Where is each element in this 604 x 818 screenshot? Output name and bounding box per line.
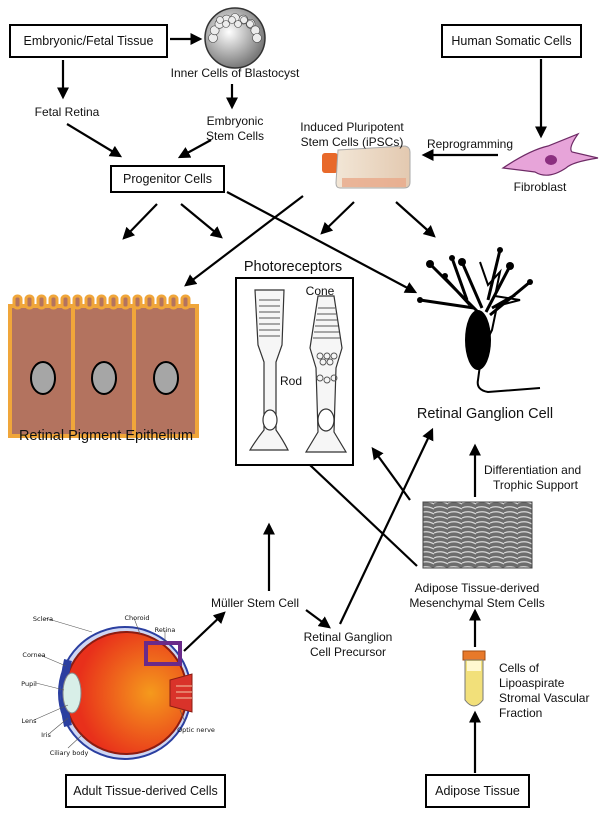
lipoaspirate-tube-illustration xyxy=(462,650,486,707)
label-rgc-precursor-2: Cell Precursor xyxy=(309,645,387,659)
eye-label-ciliary-body: Ciliary body xyxy=(49,749,89,757)
label-rpe: Retinal Pigment Epithelium xyxy=(18,428,194,444)
culture-flask-illustration xyxy=(322,145,411,189)
label-adsc-1: Adipose Tissue-derived xyxy=(414,581,540,595)
eye-label-pupil: Pupil xyxy=(21,680,37,688)
arrow-progenitor-down-left xyxy=(122,203,158,240)
label-rgc-precursor-1: Retinal Ganglion xyxy=(303,630,393,644)
node-embryonic-fetal-tissue-label: Embryonic/Fetal Tissue xyxy=(23,34,154,48)
arrow-ipsc-to-rpe xyxy=(184,195,304,287)
node-embryonic-fetal-tissue: Embryonic/Fetal Tissue xyxy=(9,24,168,58)
arrow-progenitor-down-mid xyxy=(180,203,223,239)
ganglion-cell-illustration xyxy=(417,247,541,394)
label-svf-2: Lipoaspirate xyxy=(499,676,565,690)
fibroblast-illustration xyxy=(501,132,599,176)
label-fetal-retina: Fetal Retina xyxy=(34,105,100,119)
node-adipose-tissue-label: Adipose Tissue xyxy=(435,784,520,798)
arrow-adsc-to-rpe xyxy=(291,447,418,567)
arrow-progenitor-to-rgc xyxy=(226,191,418,294)
rpe-illustration xyxy=(8,294,199,438)
label-diff-2: Trophic Support xyxy=(493,478,578,492)
node-human-somatic-cells: Human Somatic Cells xyxy=(441,24,582,58)
blastocyst-illustration xyxy=(204,7,266,69)
label-reprogramming: Reprogramming xyxy=(426,137,514,151)
label-embryonic-stem-cells-2: Stem Cells xyxy=(205,129,264,143)
arrow-esc-to-progenitor xyxy=(177,139,212,159)
label-rgc: Retinal Ganglion Cell xyxy=(416,406,554,422)
arrow-ipsc-down-mid xyxy=(320,201,355,235)
label-cone: Cone xyxy=(305,284,335,298)
label-svf-3: Stromal Vascular xyxy=(499,691,590,705)
arrows xyxy=(56,32,548,773)
label-fibroblast: Fibroblast xyxy=(513,180,567,194)
label-svf-4: Fraction xyxy=(499,706,543,720)
eye-label-retina: Retina xyxy=(154,626,176,634)
node-progenitor-cells-label: Progenitor Cells xyxy=(123,172,212,186)
arrow-fetal-retina-to-progenitor xyxy=(66,123,123,158)
eye-label-choroid: Choroid xyxy=(124,614,150,622)
node-human-somatic-cells-label: Human Somatic Cells xyxy=(451,34,572,48)
eye-label-lens: Lens xyxy=(21,717,37,725)
arrow-ipsc-down-right xyxy=(395,201,436,238)
node-progenitor-cells: Progenitor Cells xyxy=(110,165,225,193)
adsc-micrograph xyxy=(422,501,533,569)
node-adult-tissue-derived: Adult Tissue-derived Cells xyxy=(65,774,226,808)
eye-illustration xyxy=(33,617,193,760)
arrow-precursor-to-rgc xyxy=(339,427,434,625)
label-photoreceptors: Photoreceptors xyxy=(243,259,343,275)
arrow-adsc-up xyxy=(371,447,411,501)
label-rod: Rod xyxy=(279,374,302,388)
label-embryonic-stem-cells-1: Embryonic xyxy=(206,114,264,128)
eye-label-sclera: Sclera xyxy=(32,615,54,623)
label-svf-1: Cells of xyxy=(499,661,540,675)
eye-label-iris: Iris xyxy=(41,731,51,739)
label-inner-cells-blastocyst: Inner Cells of Blastocyst xyxy=(170,66,300,80)
node-adult-tissue-derived-label: Adult Tissue-derived Cells xyxy=(73,784,218,798)
label-diff-1: Differentiation and xyxy=(484,463,582,477)
arrow-retina-to-muller xyxy=(183,611,226,652)
label-adsc-2: Mesenchymal Stem Cells xyxy=(409,596,545,610)
label-ipsc-2: Stem Cells (iPSCs) xyxy=(300,135,404,149)
eye-label-optic-nerve: Optic nerve xyxy=(177,726,215,734)
node-adipose-tissue: Adipose Tissue xyxy=(425,774,530,808)
label-muller: Müller Stem Cell xyxy=(210,596,300,610)
label-ipsc-1: Induced Pluripotent xyxy=(300,120,404,134)
arrow-muller-to-precursor xyxy=(305,609,331,629)
eye-label-cornea: Cornea xyxy=(22,651,46,659)
photoreceptors-illustration xyxy=(235,277,354,466)
